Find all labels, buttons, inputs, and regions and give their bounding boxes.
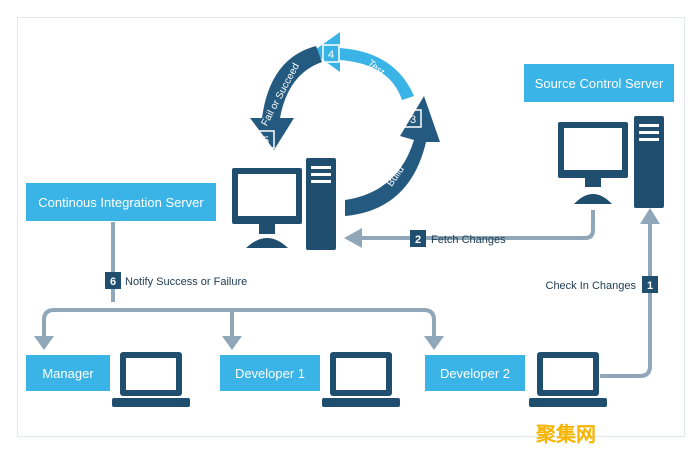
step-badge-3: 3: [404, 109, 422, 128]
build-arc: [345, 96, 440, 216]
notify-connector: [42, 222, 436, 336]
fetch-changes-label: Fetch Changes: [431, 234, 506, 246]
source-server-label: Source Control Server: [535, 76, 664, 91]
manager-laptop-icon: [112, 352, 190, 407]
step-badge-4: 4: [322, 44, 340, 63]
developer2-box: Developer 2: [425, 355, 525, 391]
notify-arrow-developer1: [222, 336, 242, 350]
developer1-label: Developer 1: [235, 366, 305, 381]
developer1-box: Developer 1: [220, 355, 320, 391]
source-server-computer-icon: [558, 116, 664, 208]
notify-arrow-developer2: [424, 336, 444, 350]
fail-succeed-arc: [250, 46, 322, 150]
manager-box: Manager: [26, 355, 110, 391]
ci-server-label: Continous Integration Server: [38, 195, 204, 210]
svg-text:6: 6: [110, 276, 116, 288]
check-in-label: Check In Changes: [546, 280, 637, 292]
notify-arrow-manager: [34, 336, 54, 350]
svg-text:2: 2: [415, 234, 421, 246]
step-badge-1: 1: [642, 276, 658, 293]
check-in-arrowhead: [640, 208, 660, 224]
developer1-laptop-icon: [322, 352, 400, 407]
build-test-cycle: [250, 32, 440, 216]
test-arc: [312, 32, 414, 100]
fetch-changes-arrowhead: [344, 228, 362, 248]
watermark-logo: 聚集网: [535, 422, 596, 446]
fetch-changes-connector: [362, 210, 595, 240]
svg-text:5: 5: [263, 135, 269, 147]
developer2-label: Developer 2: [440, 366, 510, 381]
step-badge-2: 2: [410, 230, 426, 247]
check-in-connector: [600, 224, 652, 378]
step-badge-5: 5: [257, 130, 275, 149]
source-server-box: Source Control Server: [524, 64, 674, 102]
svg-text:4: 4: [328, 49, 334, 61]
developer2-laptop-icon: [529, 352, 607, 407]
svg-text:1: 1: [647, 280, 653, 292]
ci-server-box: Continous Integration Server: [26, 183, 216, 221]
notify-label: Notify Success or Failure: [125, 276, 247, 288]
ci-server-computer-icon: [232, 158, 336, 250]
manager-label: Manager: [42, 366, 94, 381]
svg-text:3: 3: [410, 114, 416, 126]
step-badge-6: 6: [105, 272, 121, 289]
